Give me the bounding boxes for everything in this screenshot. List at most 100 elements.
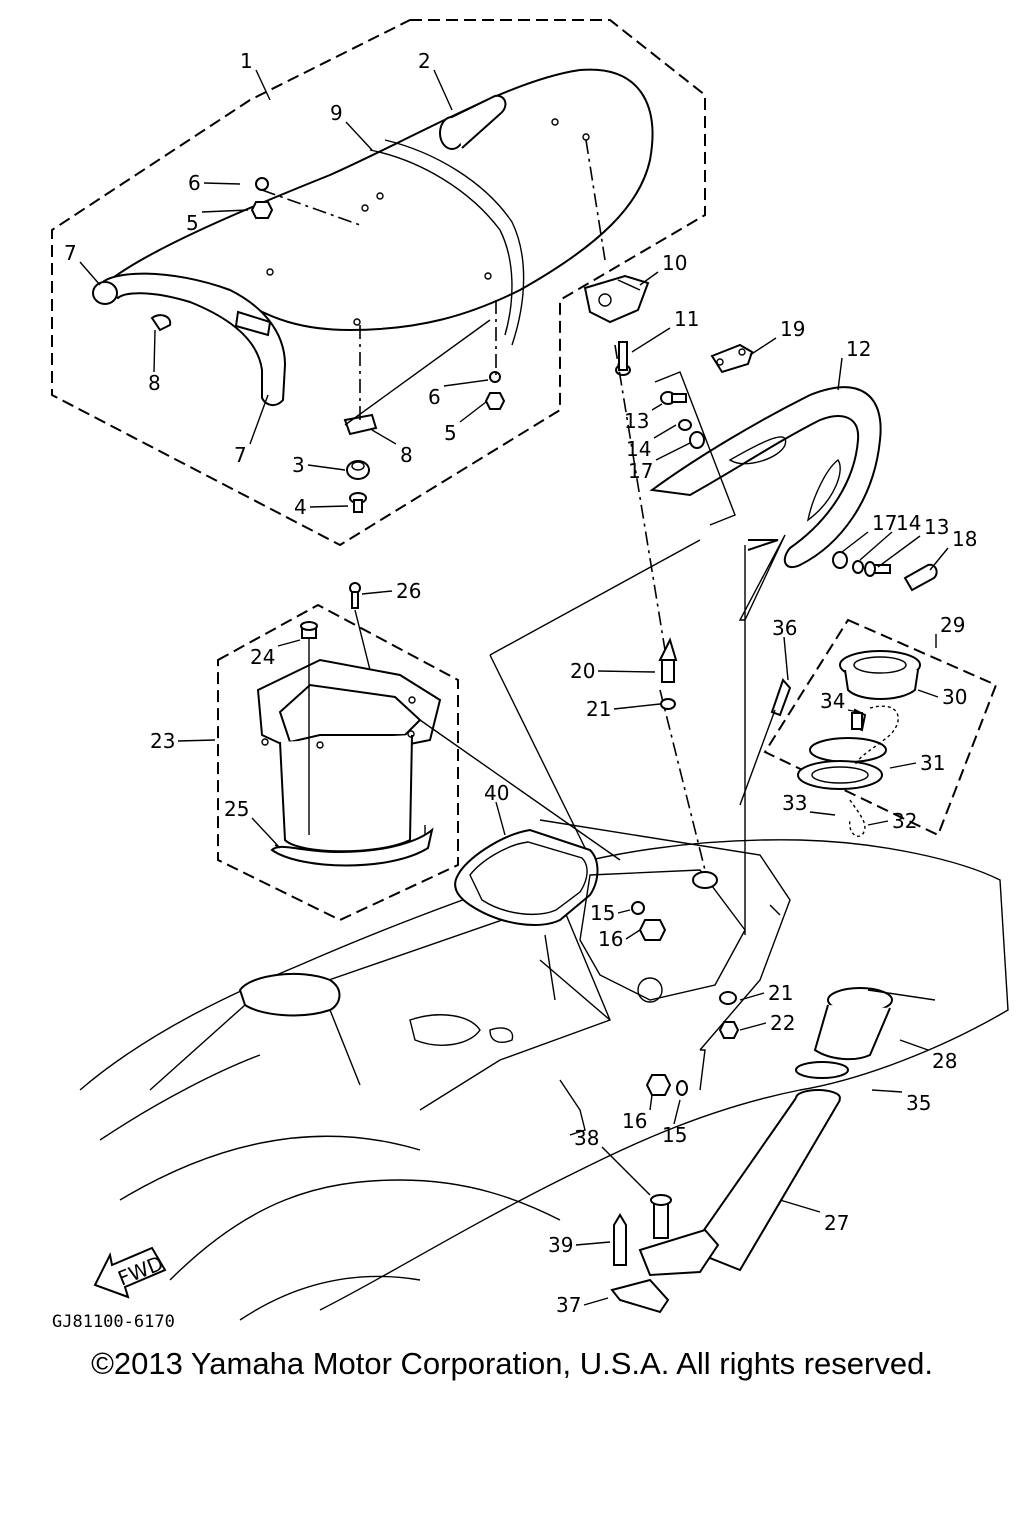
callout-25: 25 (224, 797, 249, 821)
callout-leader-9 (345, 121, 373, 151)
callout-38: 38 (574, 1126, 599, 1150)
callout-8: 8 (148, 371, 161, 395)
fwd-arrow-icon: FWD (93, 1246, 167, 1299)
callout-leader-13 (877, 535, 921, 568)
callout-8: 8 (400, 443, 413, 467)
callout-leader-37 (583, 1297, 609, 1306)
callout-leader-33 (809, 811, 836, 816)
callout-leader-38 (601, 1146, 651, 1196)
callout-9: 9 (330, 101, 343, 125)
callout-15: 15 (662, 1123, 687, 1147)
callout-leader-15 (617, 909, 631, 914)
callout-leader-31 (889, 762, 917, 769)
clip (710, 343, 754, 374)
callout-5: 5 (444, 421, 457, 445)
callout-17: 17 (628, 459, 653, 483)
callout-leader-23 (177, 739, 216, 742)
callout-leader-26 (361, 590, 393, 595)
callout-leader-6 (443, 379, 489, 387)
callout-leader-17 (841, 531, 869, 553)
callout-leader-15 (673, 1099, 681, 1125)
callout-leader-6 (203, 182, 241, 185)
grommet (346, 460, 370, 480)
callout-leader-35 (871, 1089, 903, 1093)
drawing-code: GJ81100-6170 (52, 1312, 175, 1332)
callout-leader-20 (597, 670, 656, 673)
callout-leader-3 (307, 464, 346, 471)
callout-35: 35 (906, 1091, 931, 1115)
callout-leader-16 (625, 929, 641, 940)
callout-leader-27 (779, 1199, 821, 1213)
fuel-cap-group (739, 618, 998, 837)
callout-leader-25 (251, 817, 281, 849)
callout-13: 13 (924, 515, 949, 539)
callout-leader-12 (837, 357, 843, 391)
grab-strap (439, 94, 507, 150)
callout-14: 14 (626, 437, 651, 461)
rear-handle (649, 371, 938, 592)
callout-34: 34 (820, 689, 845, 713)
callout-7: 7 (234, 443, 247, 467)
callout-leader-16 (649, 1094, 653, 1111)
callout-leader-24 (277, 639, 301, 647)
callout-leader-22 (739, 1022, 767, 1031)
callout-leader-18 (929, 547, 949, 571)
callout-leader-1 (255, 69, 271, 101)
callout-20: 20 (570, 659, 595, 683)
callout-leader-7 (249, 394, 269, 445)
bolt-20 (658, 637, 678, 710)
callout-39: 39 (548, 1233, 573, 1257)
callout-18: 18 (952, 527, 977, 551)
callout-16: 16 (622, 1109, 647, 1133)
hull (79, 819, 1009, 1321)
callout-leader-5 (201, 209, 249, 213)
callout-33: 33 (782, 791, 807, 815)
callout-leader-10 (639, 271, 659, 286)
callout-leader-17 (655, 442, 691, 461)
callout-leader-8 (371, 429, 397, 445)
callout-31: 31 (920, 751, 945, 775)
callout-26: 26 (396, 579, 421, 603)
callout-leader-28 (899, 1039, 929, 1051)
copyright-notice: ©2013 Yamaha Motor Corporation, U.S.A. A… (91, 1346, 933, 1381)
callout-7: 7 (64, 241, 77, 265)
seat-latch (583, 274, 650, 324)
callout-leader-11 (631, 327, 671, 353)
callout-leader-14 (859, 531, 893, 561)
callout-leader-21 (613, 703, 661, 710)
callout-1: 1 (240, 49, 253, 73)
callout-24: 24 (250, 645, 275, 669)
callout-12: 12 (846, 337, 871, 361)
callout-leader-7 (79, 261, 101, 286)
bolt (615, 341, 631, 376)
callout-11: 11 (674, 307, 699, 331)
callout-27: 27 (824, 1211, 849, 1235)
callout-leader-40 (495, 801, 506, 836)
callout-21: 21 (586, 697, 611, 721)
callout-2: 2 (418, 49, 431, 73)
callout-leader-39 (575, 1241, 611, 1246)
callout-6: 6 (188, 171, 201, 195)
callout-29: 29 (940, 613, 965, 637)
callout-15: 15 (590, 901, 615, 925)
callout-23: 23 (150, 729, 175, 753)
callout-leader-13 (651, 403, 663, 411)
callout-36: 36 (772, 616, 797, 640)
callout-leader-2 (433, 69, 453, 111)
callout-leader-32 (867, 820, 889, 826)
callout-6: 6 (428, 385, 441, 409)
callout-leader-30 (917, 689, 939, 698)
callout-leader-36 (783, 636, 789, 681)
storage-bin-group (217, 582, 621, 922)
callout-16: 16 (598, 927, 623, 951)
callout-32: 32 (892, 809, 917, 833)
callout-3: 3 (292, 453, 305, 477)
callout-leader-5 (459, 401, 487, 423)
callout-13: 13 (624, 409, 649, 433)
callout-21: 21 (768, 981, 793, 1005)
callout-leader-14 (653, 424, 677, 439)
callout-leader-34 (847, 709, 859, 713)
callout-5: 5 (186, 211, 199, 235)
callout-leader-19 (749, 337, 777, 356)
